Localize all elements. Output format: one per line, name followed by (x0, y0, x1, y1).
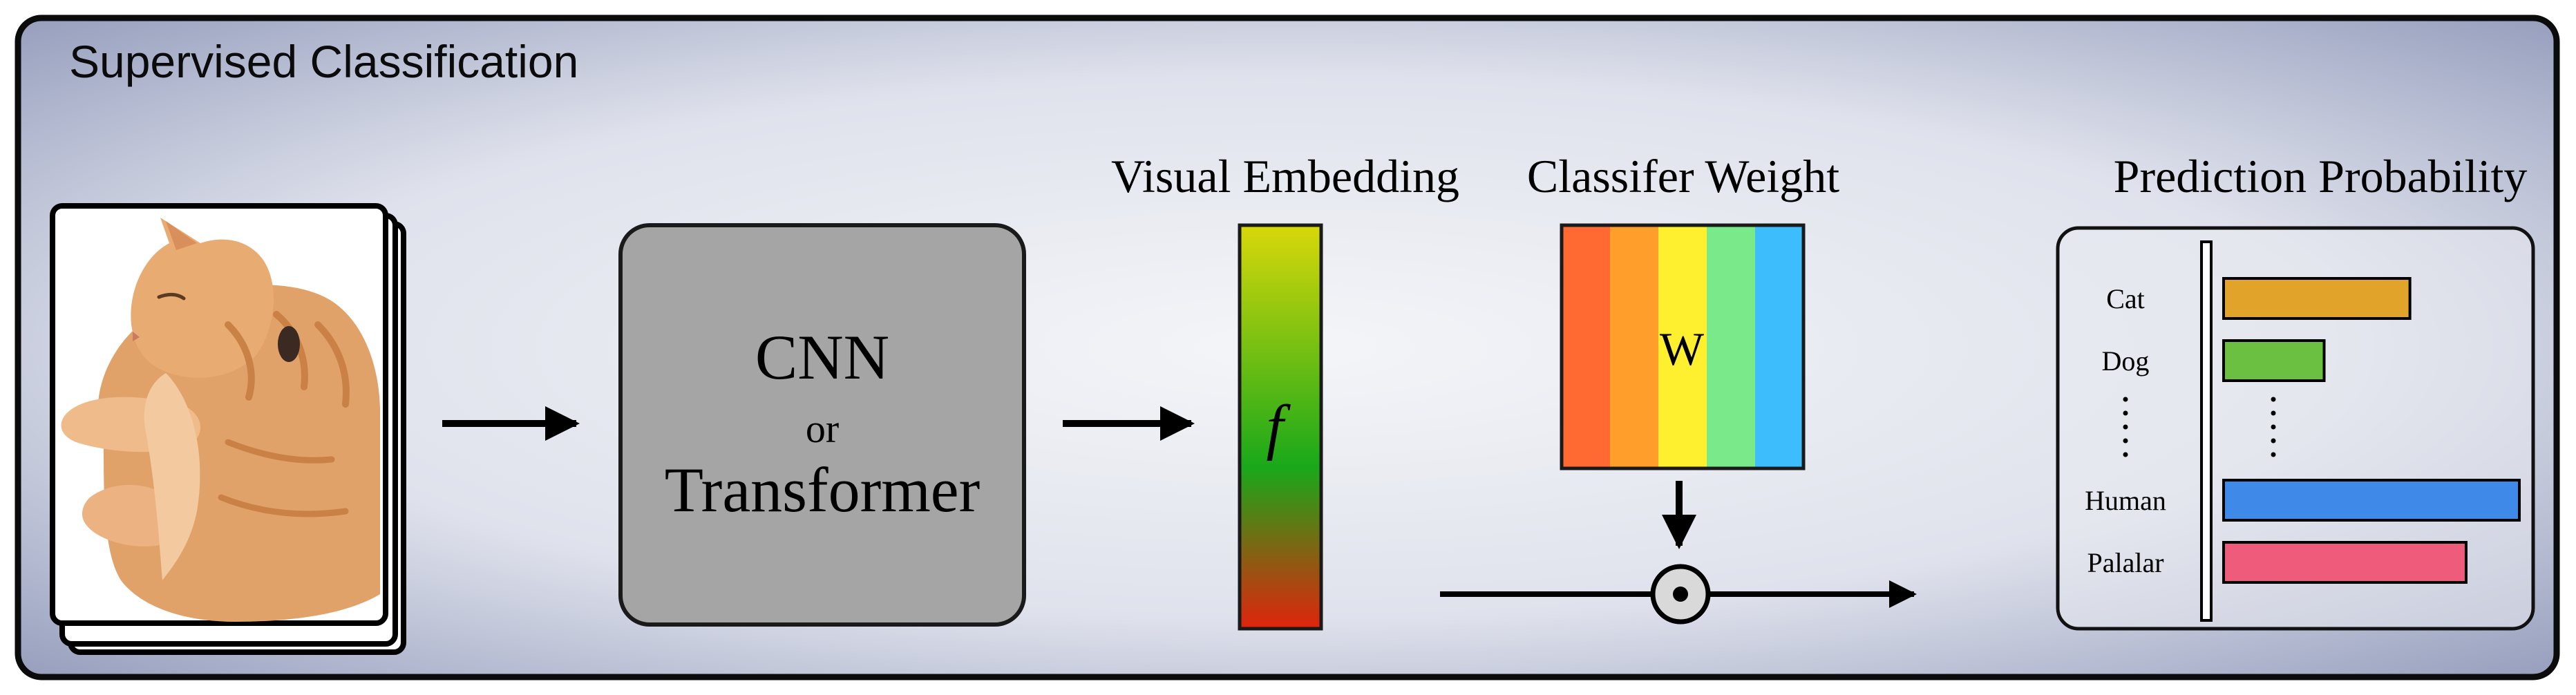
prediction-axis (2200, 240, 2213, 622)
class-label-human: Human (2085, 485, 2166, 516)
prob-bar-cat (2222, 277, 2412, 320)
prob-bar-human (2222, 479, 2521, 522)
prediction-panel: Prediction Probability CatDogHumanPalala… (2056, 150, 2535, 631)
classifier-weight: Classifer Weight W (1527, 150, 1839, 470)
classifier-stripe-1 (1562, 225, 1611, 468)
class-label-palalar: Palalar (2087, 547, 2163, 578)
dot-product-operator (1650, 564, 1711, 625)
classifier-stripe-5 (1755, 225, 1804, 468)
encoder-label-transformer: Transformer (665, 455, 981, 525)
prediction-box (2056, 226, 2535, 631)
prob-bar-palalar (2222, 541, 2468, 584)
cat-photo (61, 218, 380, 622)
embedding-vector (1238, 223, 1323, 631)
encoder-label-or: or (806, 406, 839, 451)
class-label-dog: Dog (2102, 345, 2150, 377)
encoder-box (618, 223, 1026, 627)
prediction-title: Prediction Probability (2114, 150, 2528, 202)
class-label-cat: Cat (2106, 283, 2145, 314)
classifier-stripe-3 (1658, 225, 1707, 468)
embedding-title: Visual Embedding (1111, 150, 1459, 202)
panel-title: Supervised Classification (69, 36, 578, 87)
encoder-label-cnn: CNN (755, 322, 889, 392)
ellipsis-left (2123, 397, 2128, 457)
classifier-symbol: W (1660, 323, 1705, 375)
classifier-title: Classifer Weight (1527, 150, 1839, 202)
classifier-matrix-border (1560, 223, 1806, 470)
visual-embedding: Visual Embedding f (1111, 150, 1459, 631)
prob-bar-dog (2222, 339, 2326, 382)
classifier-stripe-4 (1707, 225, 1756, 468)
classifier-stripes (1562, 225, 1804, 468)
encoder-block: CNN or Transformer (618, 223, 1026, 627)
input-image-stack (50, 203, 406, 655)
ellipsis-right (2271, 397, 2276, 457)
classifier-stripe-2 (1610, 225, 1659, 468)
